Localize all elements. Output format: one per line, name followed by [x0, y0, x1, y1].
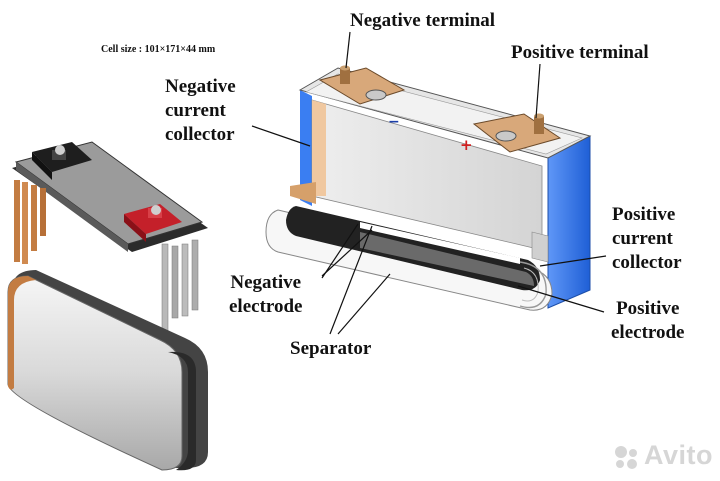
- label-line: current: [165, 100, 226, 121]
- leader-separator-b: [337, 273, 391, 335]
- negative-terminal-block-left: [32, 142, 92, 180]
- negative-current-collector-label: Negative current collector: [165, 75, 236, 147]
- label-line: collector: [612, 252, 682, 273]
- leader-positive-electrode: [517, 285, 605, 313]
- svg-text:+: +: [460, 136, 473, 154]
- avito-watermark: Avito: [644, 440, 713, 470]
- positive-current-collector-label: Positive current collector: [612, 203, 682, 275]
- svg-text:−: −: [388, 114, 400, 130]
- leader-negative-current-collector: [251, 125, 311, 147]
- leader-negative-electrode-a: [321, 229, 373, 277]
- cell-size-label: Cell size : 101×171×44 mm: [101, 44, 216, 55]
- copper-tabs-left: [14, 180, 46, 264]
- separator-label: Separator: [290, 338, 372, 359]
- negative-terminal: −: [318, 65, 406, 130]
- label-line: electrode: [611, 322, 685, 343]
- negative-terminal-label: Negative terminal: [350, 10, 496, 31]
- label-line: Negative: [165, 76, 236, 97]
- label-line: Positive: [612, 204, 676, 225]
- leader-lines: [251, 31, 607, 335]
- aluminum-tabs-left: [161, 239, 199, 335]
- positive-terminal-block-left: [124, 204, 182, 242]
- prismatic-cell-can: − +: [290, 65, 592, 309]
- avito-logo-icon: [615, 446, 637, 469]
- top-cap-assembly: [12, 141, 208, 335]
- positive-terminal: +: [460, 113, 562, 154]
- leader-separator-a: [329, 225, 373, 335]
- electrode-layers: [265, 206, 553, 311]
- label-line: current: [612, 228, 673, 249]
- jelly-roll-left: [7, 270, 208, 471]
- label-line: Positive: [616, 298, 680, 319]
- positive-electrode-label: Positive electrode: [611, 297, 685, 345]
- leader-positive-current-collector: [539, 255, 607, 267]
- leader-negative-electrode-b: [321, 223, 359, 279]
- positive-terminal-label: Positive terminal: [511, 42, 649, 63]
- leader-negative-terminal: [345, 31, 351, 69]
- label-line: Negative: [230, 272, 302, 293]
- leader-positive-terminal: [535, 63, 541, 119]
- negative-electrode-label: Negative electrode: [229, 271, 303, 319]
- label-line: collector: [165, 124, 235, 145]
- label-line: electrode: [229, 296, 303, 317]
